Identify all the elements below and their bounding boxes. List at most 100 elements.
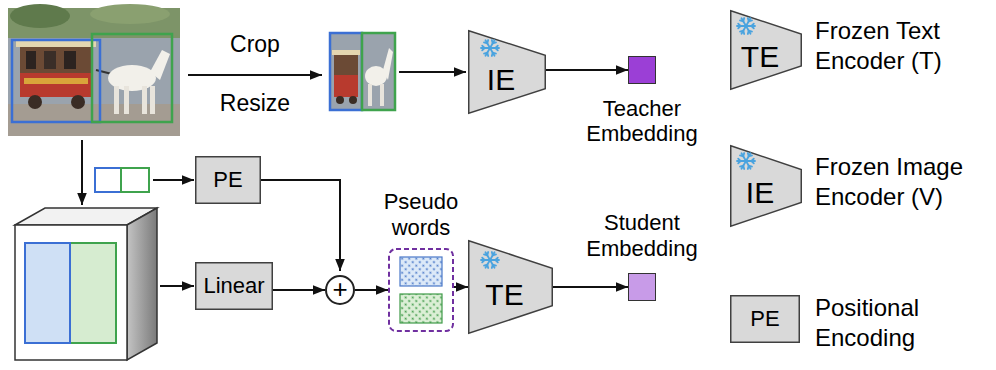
legend-sample-label: IE [732,175,788,211]
feature-map [66,243,116,343]
cropped-regions [332,50,360,55]
cropped-regions [368,84,372,106]
node-label: PE [213,167,242,192]
node-label: TE [485,278,523,313]
legend-sample [731,296,800,343]
cropped-regions [336,96,344,104]
cropped-regions [330,33,362,110]
positional-encoding: PE [195,156,261,204]
cropped-regions [362,33,395,110]
encoder-trapezoid [731,146,802,227]
source-photo [150,50,170,80]
node-label: IE [487,63,515,98]
node-outline [628,273,656,301]
teacher-embedding: Teacher Embedding [628,56,656,84]
cropped-regions [380,84,384,106]
connector-arrow [454,286,468,288]
frozen-snowflake [746,26,751,34]
frozen-snowflake [737,18,755,34]
feature-map [25,243,70,343]
node-outline [628,56,656,84]
connector-arrow [261,180,340,271]
source-photo [8,4,180,136]
legend-sample [731,11,802,90]
cropped-regions [349,96,357,104]
flow-arrow [153,179,194,181]
process-box [196,157,261,204]
sum-circle: + [325,271,355,309]
step-label: Resize [200,90,310,118]
frozen-snowflake [749,20,752,23]
frozen-snowflake [742,18,745,21]
flow-arrow [82,72,466,286]
legend-label: Frozen Image Encoder (V) [815,152,987,212]
frozen-snowflake [742,153,747,161]
source-photo [124,86,129,114]
frozen-snowflake [481,40,499,56]
sum-circle [326,276,354,304]
embedding-square [629,57,656,84]
feature-map [15,225,127,360]
cropped-regions [330,33,395,110]
box-coordinates [95,168,149,192]
encoder-trapezoid [469,241,553,334]
flow-arrow [160,285,194,287]
source-photo [150,86,155,114]
linear-layer: Linear [195,262,273,310]
image-encoder: IE [468,30,546,114]
frozen-snowflake [747,31,750,34]
frozen-snowflake [737,153,755,169]
encoder-trapezoid [469,31,546,114]
frozen-snowflake [749,155,752,158]
step-label: Crop [205,31,305,59]
node-label: Linear [203,273,264,298]
box-coordinates [121,168,149,192]
frozen-snowflake [740,165,743,168]
frozen-snowflake [481,252,499,268]
source-photo [20,73,92,97]
frozen-snowflake [738,159,740,161]
box-coordinates [95,168,121,192]
pseudo-words: Pseudo words [388,248,454,332]
connector-arrow [273,289,325,291]
connector-arrow [546,69,628,71]
encoder-trapezoid [731,11,802,90]
source-photo [142,86,147,114]
frozen-snowflake [740,30,743,33]
legend-sample-label: TE [732,39,788,75]
node-label: Pseudo words [369,189,473,240]
cropped-regions [383,48,393,80]
frozen-snowflake [751,26,753,28]
flow-arrow [188,74,322,76]
source-photo [12,40,100,122]
node-label: Teacher Embedding [577,96,707,147]
source-photo [10,4,70,28]
embedding-square [629,274,656,301]
source-photo [71,95,85,109]
legend-sample [731,146,802,227]
feature-map [127,208,157,360]
connector-arrow [355,289,388,291]
source-photo [24,78,88,84]
process-box [731,296,800,343]
legend-samples [731,11,802,343]
node-outline [388,248,454,332]
legend-label: Frozen Text Encoder (T) [815,16,987,76]
source-photo [44,51,56,69]
source-photo [114,86,119,114]
frozen-snowflake [751,161,753,163]
process-box [196,263,273,310]
cropped-regions [330,33,362,110]
connectors [261,70,628,290]
node-label: + [332,275,347,305]
text-encoder: TE [468,240,553,334]
legend-sample-label: PE [734,306,796,332]
flow-arrow [81,140,83,205]
source-photo [26,51,36,69]
source-photo [90,4,170,24]
feature-map [15,208,157,360]
legend-label: Positional Encoding [815,293,987,353]
flow-arrow [399,71,466,73]
